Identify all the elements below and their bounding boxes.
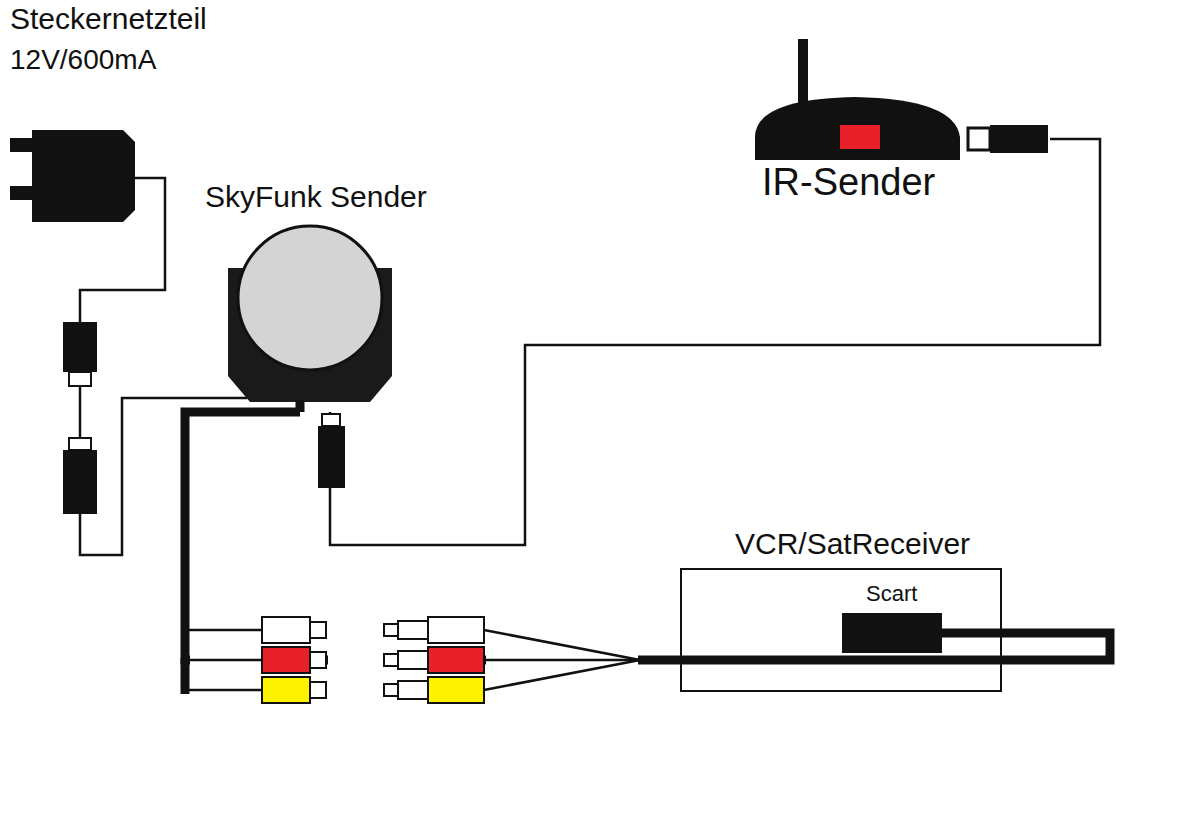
ir-plug-tip [322, 414, 340, 426]
dc-socket-tip [69, 438, 91, 450]
node-label: 12V/600mA [10, 44, 156, 76]
rca-plugs [262, 617, 484, 703]
dc-socket [63, 450, 97, 514]
scart-socket: Scart [842, 575, 942, 657]
power-adapter-drawing [5, 2, 220, 224]
dc-plug [63, 322, 97, 372]
node-label: IR-Sender [762, 161, 935, 205]
cable-gap [190, 651, 262, 669]
node-label: Scart [866, 581, 917, 606]
node-label: SkyFunk Sender [205, 180, 427, 215]
node-label: Steckernetzteil [10, 2, 207, 37]
dc-plug-tip [69, 372, 91, 386]
skyfunk-transmitter: SkyFunk Sender [200, 180, 460, 412]
ir-plug [318, 426, 345, 488]
cable-connector [330, 139, 1100, 545]
cable-gap [328, 651, 384, 669]
av-cable [181, 658, 190, 694]
ir-transmitter: IR-Sender [750, 35, 1050, 215]
node-label: VCR/SatReceiver [735, 527, 970, 562]
skyfunk-transmitter-drawing [200, 180, 460, 412]
power-adapter: Steckernetzteil 12V/600mA [5, 2, 220, 224]
scart-plug [842, 613, 942, 653]
receiver-box: VCR/SatReceiverScart [680, 525, 1002, 692]
cable-connector [185, 412, 1110, 660]
receiver-outline [680, 568, 1002, 692]
